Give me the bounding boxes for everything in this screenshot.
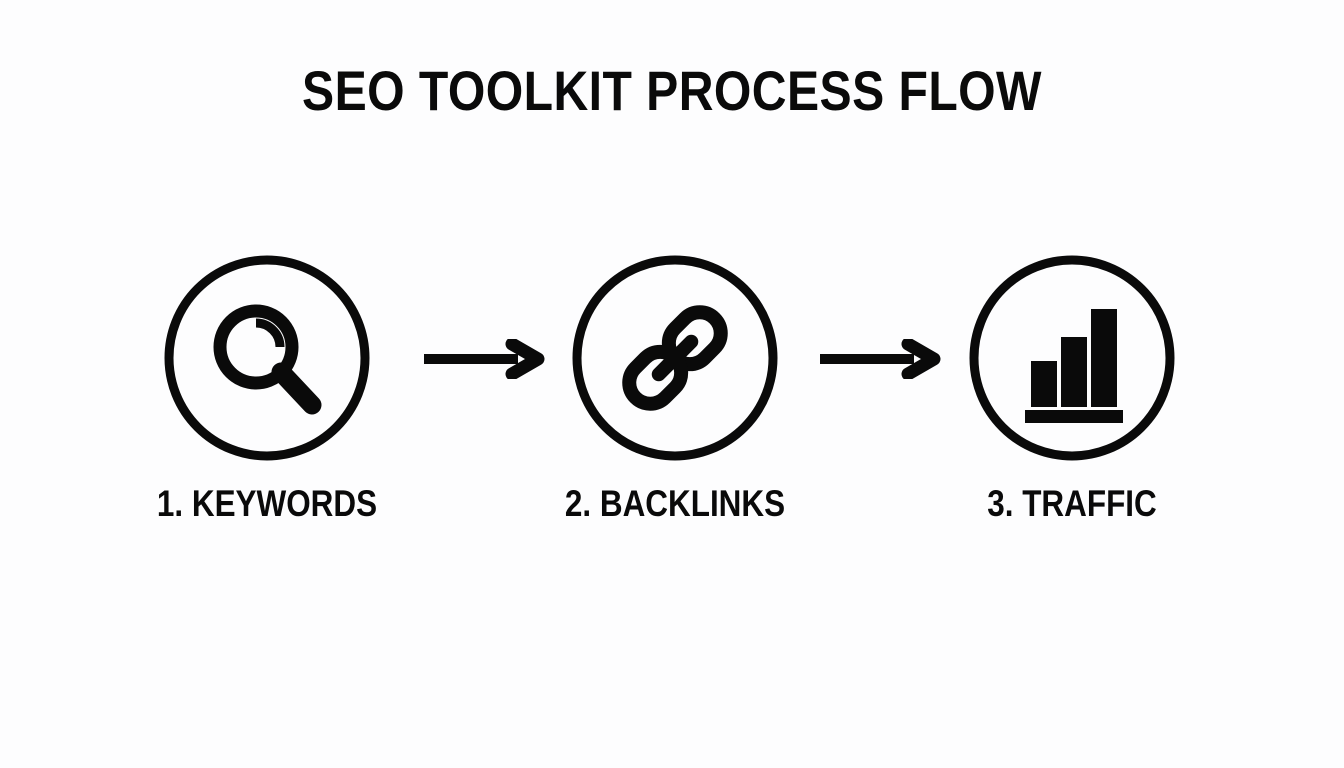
step-label-backlinks: 2. BACKLINKS: [564, 483, 786, 524]
chain-link-icon: [572, 255, 778, 461]
connector-arrow-2: [816, 339, 942, 379]
arrow-right-icon: [820, 339, 941, 379]
magnifier-icon: [164, 255, 370, 461]
bar-chart-icon: [969, 255, 1175, 461]
connector-arrow-1: [420, 339, 546, 379]
page-title: SEO TOOLKIT PROCESS FLOW: [302, 59, 1042, 122]
process-flow: 1. KEYWORDS 2. BACKLINKS: [0, 255, 1344, 545]
process-step-backlinks[interactable]: 2. BACKLINKS: [545, 255, 805, 545]
step-icon-circle: [969, 255, 1175, 461]
step-label-keywords: 1. KEYWORDS: [156, 483, 378, 524]
arrow-right-icon: [424, 339, 545, 379]
step-icon-circle: [572, 255, 778, 461]
process-step-traffic[interactable]: 3. TRAFFIC: [942, 255, 1202, 545]
step-icon-circle: [164, 255, 370, 461]
step-label-traffic: 3. TRAFFIC: [987, 483, 1157, 524]
process-step-keywords[interactable]: 1. KEYWORDS: [137, 255, 397, 545]
